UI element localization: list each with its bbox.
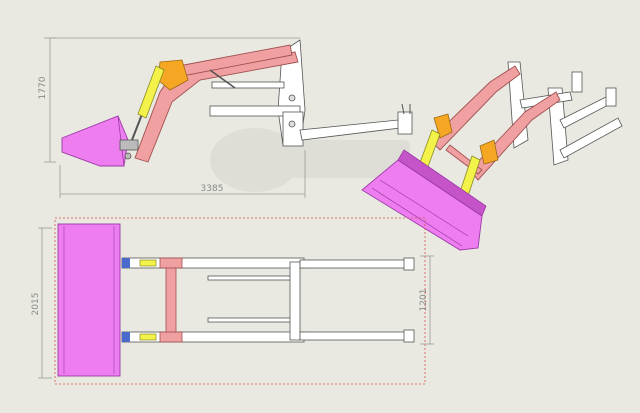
- plan-width-dimension: 2015: [31, 293, 41, 316]
- side-length-dimension: 3385: [201, 184, 224, 194]
- plan-bucket: [57, 223, 121, 377]
- side-dimension-lines: [44, 37, 306, 198]
- plan-inner-width-dimension: 1201: [419, 289, 429, 312]
- iso-bucket: [361, 149, 487, 251]
- side-tilt-rod: [209, 69, 236, 89]
- side-mount-frame: [209, 39, 306, 147]
- plan-rear-rails: [299, 257, 415, 343]
- watermark-logo-icon: [210, 128, 410, 192]
- side-bucket-linkage: [119, 139, 139, 160]
- side-top-link: [211, 81, 285, 89]
- iso-bracket-right: [479, 139, 499, 165]
- iso-boom-arm-left: [429, 65, 521, 151]
- plan-boom: [159, 257, 183, 343]
- side-height-dimension: 1770: [38, 76, 48, 99]
- iso-drawbar: [299, 103, 413, 141]
- side-bucket: [61, 115, 129, 167]
- plan-view: 2015 1201: [31, 217, 434, 385]
- side-view: 1770 3385: [38, 37, 306, 198]
- isometric-view: [299, 61, 623, 251]
- plan-arms: [121, 257, 305, 343]
- iso-bracket-left: [433, 113, 453, 139]
- plan-pivots: [122, 258, 130, 342]
- plan-envelope: [54, 217, 426, 385]
- plan-dimension-lines: [38, 227, 434, 379]
- side-lift-cylinder: [131, 65, 165, 141]
- plan-cylinders: [139, 259, 157, 341]
